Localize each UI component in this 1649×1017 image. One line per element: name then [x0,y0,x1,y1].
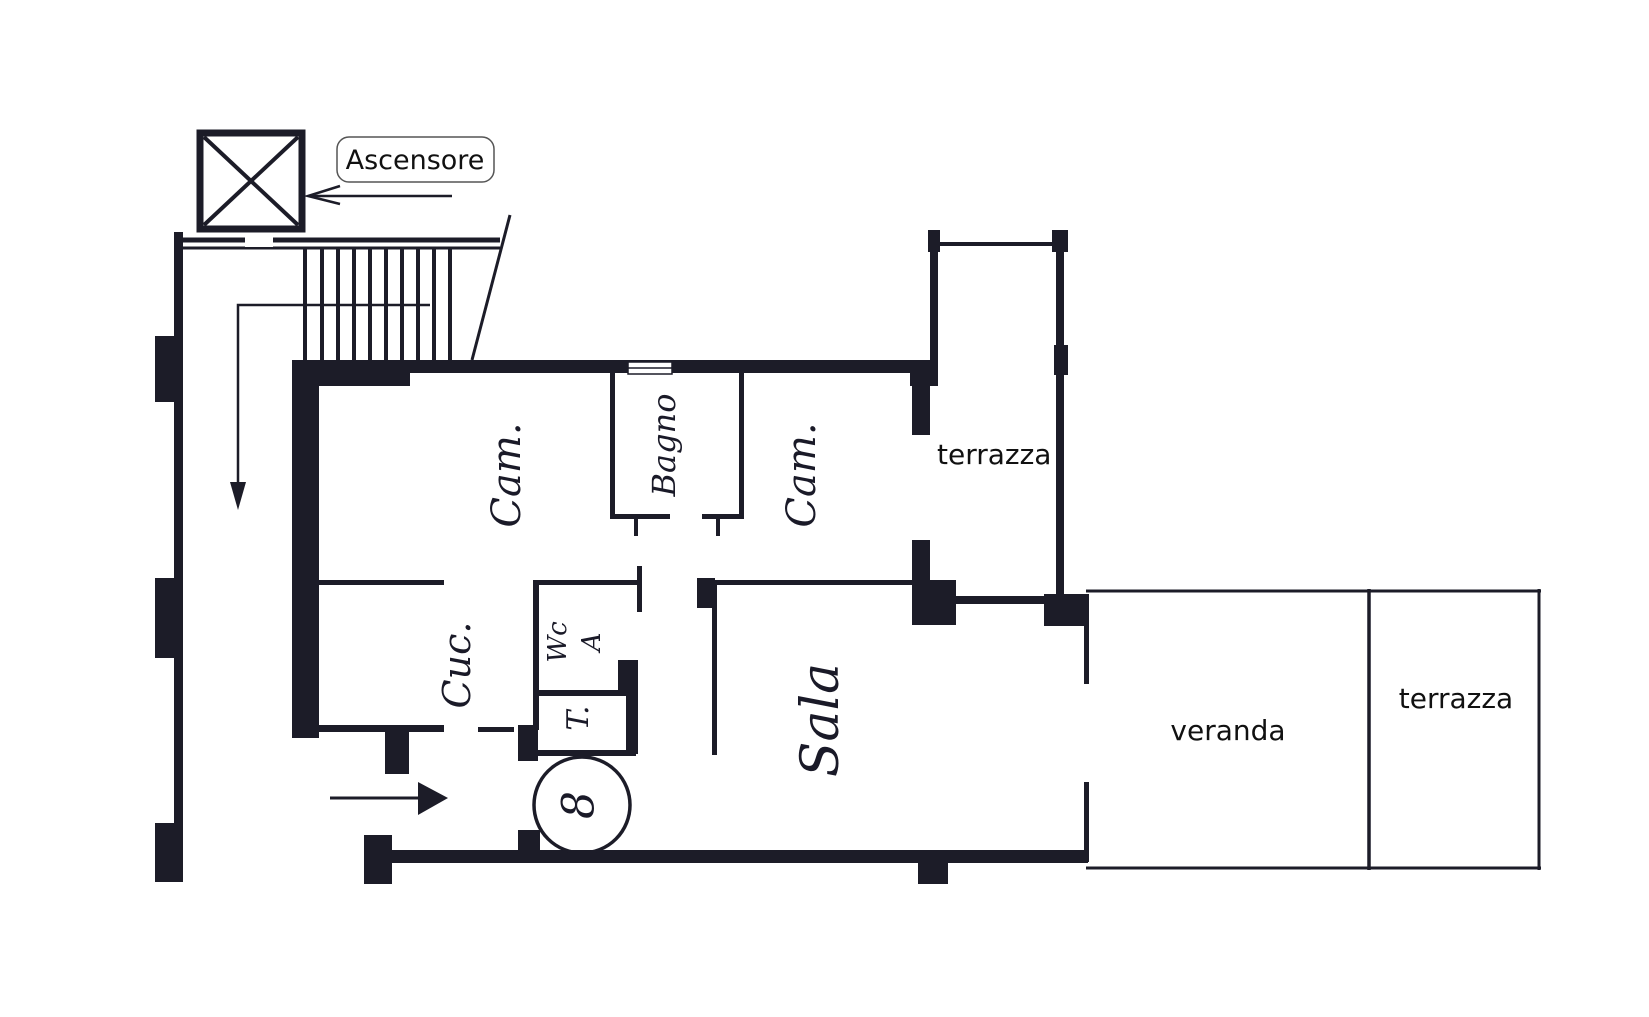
storage-label: T. [561,705,596,730]
unit-number: 8 [554,791,605,819]
terrace-right-label: terrazza [1399,682,1513,715]
bedroom-left-label: Cam. [484,422,530,527]
bathroom-label: Bagno [645,394,683,498]
kitchen-label: Cuc. [435,622,479,709]
corridor-walls [155,232,183,882]
elevator-label: Ascensore [346,145,485,176]
wc-label: Wc [543,621,573,663]
veranda-terrace-outline [1086,589,1541,870]
entrance-arrow [330,782,448,815]
veranda-label: veranda [1170,714,1285,747]
elevator [196,129,306,233]
wc-sub-label: A [577,633,607,654]
elevator-label-box: Ascensore [336,136,495,183]
living-room-label: Sala [791,663,851,777]
staircase [180,214,512,510]
upper-terrace-outline [928,230,1068,598]
terrace-upper-label: terrazza [937,438,1051,471]
unit-number-marker: 8 [532,755,632,855]
apartment-walls [292,360,1089,884]
elevator-arrow [303,184,452,206]
bedroom-right-label: Cam. [779,422,825,527]
window-marks [245,235,673,375]
